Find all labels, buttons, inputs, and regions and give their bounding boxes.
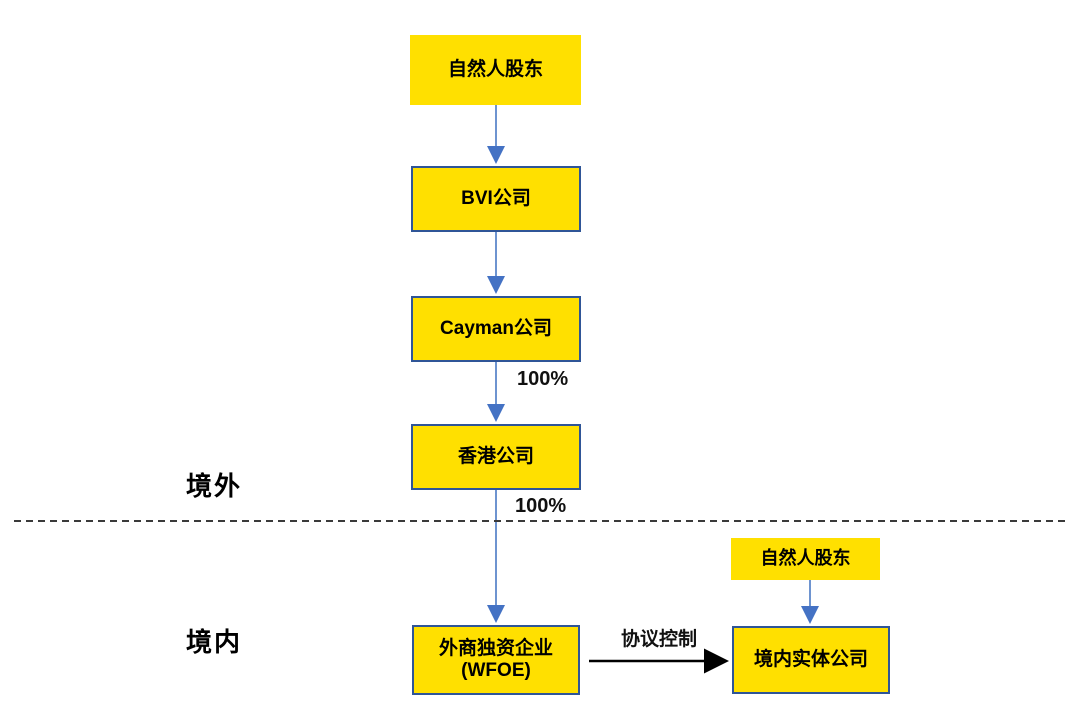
edge-label-contractual-control: 协议控制 bbox=[620, 629, 697, 650]
node-natural-person-shareholders-right: 自然人股东 bbox=[731, 538, 880, 580]
node-label: 香港公司 bbox=[457, 445, 534, 467]
node-label: 境内实体公司 bbox=[753, 648, 868, 670]
node-label-line1: 外商独资企业 bbox=[438, 638, 553, 660]
node-label-line2: (WFOE) bbox=[461, 660, 531, 681]
node-label: 自然人股东 bbox=[447, 58, 543, 80]
node-wfoe: 外商独资企业 (WFOE) bbox=[412, 625, 580, 695]
node-domestic-entity-company: 境内实体公司 bbox=[732, 626, 890, 694]
node-hongkong-company: 香港公司 bbox=[411, 424, 581, 490]
edge-label-hk-to-wfoe-100pct: 100% bbox=[515, 495, 567, 517]
node-cayman-company: Cayman公司 bbox=[411, 296, 581, 362]
node-bvi-company: BVI公司 bbox=[411, 166, 581, 232]
node-label: BVI公司 bbox=[461, 187, 531, 209]
edge-label-cayman-to-hk-100pct: 100% bbox=[517, 368, 569, 390]
node-label: 自然人股东 bbox=[760, 548, 851, 569]
offshore-region-label: 境外 bbox=[186, 471, 243, 501]
node-natural-person-shareholders-top: 自然人股东 bbox=[410, 35, 581, 105]
node-label: Cayman公司 bbox=[440, 317, 552, 339]
onshore-region-label: 境内 bbox=[186, 627, 243, 657]
